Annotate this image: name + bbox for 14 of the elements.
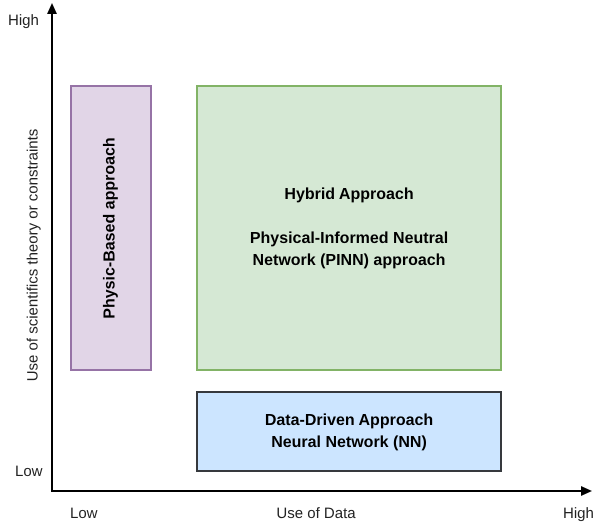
axis-label: Low <box>15 463 43 480</box>
box-heading: Hybrid Approach <box>284 185 414 205</box>
box-text: Neural Network (NN) <box>271 432 427 452</box>
axis-title: Use of scientifics theory or constraints <box>24 128 42 382</box>
approach-box <box>196 85 502 371</box>
axis-label: High <box>8 12 39 29</box>
axis-label: High <box>563 505 593 522</box>
approach-box <box>196 391 502 472</box>
axis-title: Use of Data <box>276 505 356 522</box>
box-text: Physical-Informed Neutral Network (PINN) approach <box>248 229 450 271</box>
box-heading: Data-Driven Approach <box>264 410 434 430</box>
axis-label: Low <box>70 505 98 522</box>
approach-box <box>70 85 152 371</box>
box-heading: Physic-Based approach <box>101 137 120 319</box>
